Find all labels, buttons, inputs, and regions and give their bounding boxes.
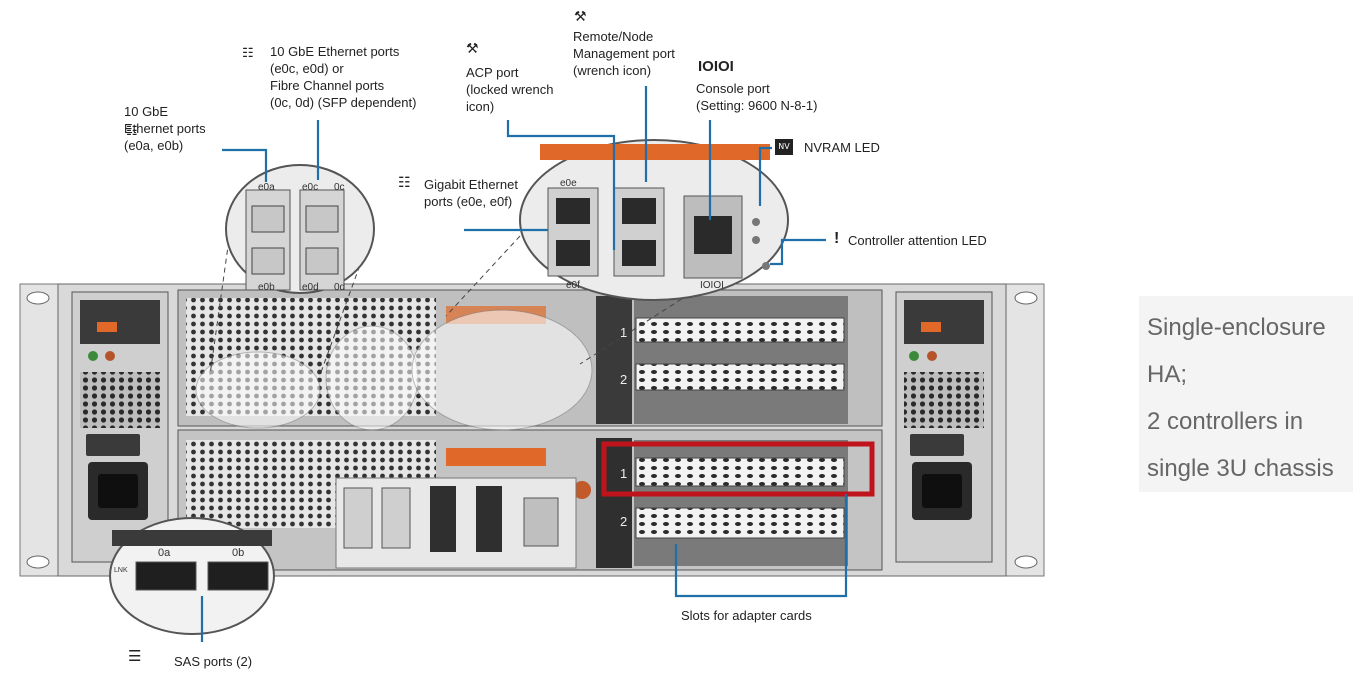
svg-text:IOIOI: IOIOI <box>700 280 724 291</box>
label-console: Console port (Setting: 9600 N-8-1) <box>696 81 818 113</box>
zoom-gige-console: e0e e0f IOIOI <box>445 139 789 365</box>
nvram-icon: NV <box>775 139 793 155</box>
label-10gbe-ab: 10 GbE Ethernet ports (e0a, e0b) <box>124 104 206 153</box>
svg-text:0d: 0d <box>334 282 345 293</box>
label-gige: Gigabit Ethernet ports (e0e, e0f) <box>424 177 518 209</box>
svg-text:e0a: e0a <box>258 182 275 193</box>
label-sas: SAS ports (2) <box>174 654 253 669</box>
svg-text:e0f: e0f <box>566 280 580 291</box>
rack-ear-left <box>19 283 61 577</box>
rack-ear-right <box>1003 283 1045 577</box>
svg-text:e0e: e0e <box>560 178 577 189</box>
psu-left <box>71 291 169 563</box>
zoom-sas: 0a 0b LNK <box>109 517 275 635</box>
label-remote-mgmt: Remote/Node Management port (wrench icon… <box>573 29 675 78</box>
sas-icon: ☰ <box>128 648 142 665</box>
network-fc-icon: ☷ <box>242 45 254 60</box>
ghost-lens-2 <box>325 325 419 431</box>
label-slots: Slots for adapter cards <box>681 608 812 623</box>
slot-number-bottom-2: 2 <box>620 514 627 529</box>
zoom-10gbe: e0a e0b e0c 0c e0d 0d <box>209 164 375 376</box>
caption-box: Single-enclosure HA; 2 controllers in si… <box>1139 296 1353 492</box>
slot-number-bottom-1: 1 <box>620 466 627 481</box>
slot-number-top-1: 1 <box>620 325 627 340</box>
label-nvram: NVRAM LED <box>804 140 880 155</box>
svg-text:e0b: e0b <box>258 282 275 293</box>
locked-wrench-icon: ⚒ <box>466 40 479 56</box>
svg-text:0c: 0c <box>334 182 345 193</box>
svg-text:LNK: LNK <box>114 567 128 574</box>
slot-number-top-2: 2 <box>620 372 627 387</box>
gige-icon: ☷ <box>398 174 411 190</box>
ghost-lens-1 <box>195 351 321 429</box>
callout-lines <box>200 86 848 642</box>
ghost-lens-3 <box>411 309 593 431</box>
network-icon: ☷ <box>126 123 138 138</box>
svg-text:0b: 0b <box>232 547 244 559</box>
label-acp: ACP port (locked wrench icon) <box>466 65 554 114</box>
label-10gbe-cd: 10 GbE Ethernet ports (e0c, e0d) or Fibr… <box>270 44 417 110</box>
attention-icon: ! <box>834 230 840 247</box>
console-icon: IOIOI <box>698 58 734 75</box>
adapter-slot-highlight <box>601 441 875 497</box>
svg-text:e0c: e0c <box>302 182 318 193</box>
controller-bottom <box>177 429 883 571</box>
psu-right <box>895 291 993 563</box>
svg-text:0a: 0a <box>158 547 171 559</box>
wrench-icon: ⚒ <box>574 8 587 24</box>
label-attention: Controller attention LED <box>848 233 987 248</box>
svg-text:e0d: e0d <box>302 282 319 293</box>
